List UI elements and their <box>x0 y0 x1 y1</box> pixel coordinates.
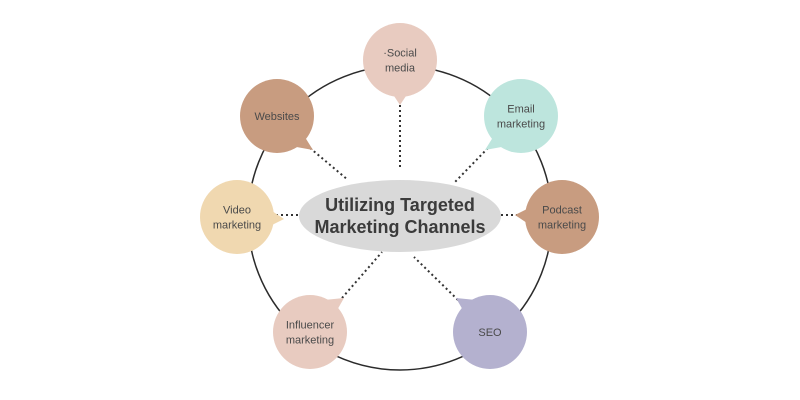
connector-websites <box>309 147 349 181</box>
bubble-label-line: Video <box>223 205 251 217</box>
bubble-circle <box>484 79 558 153</box>
bubble-label-line: ·Social <box>383 48 417 60</box>
bubble-websites: Websites <box>240 79 314 153</box>
bubble-label-line: Email <box>507 104 535 116</box>
bubble-label-line: Influencer <box>286 320 335 332</box>
bubble-seo: SEO <box>453 295 527 369</box>
bubble-label-line: SEO <box>478 327 502 339</box>
bubble-circle <box>525 180 599 254</box>
connector-seo <box>413 256 459 301</box>
connector-email-marketing <box>454 147 489 183</box>
bubble-podcast-marketing: Podcast marketing <box>515 180 599 254</box>
bubble-social-media: ·Social media <box>363 23 437 105</box>
bubble-tail <box>515 209 527 223</box>
bubble-circle <box>453 295 527 369</box>
center-node: Utilizing Targeted Marketing Channels <box>299 180 501 252</box>
connector-influencer-marketing <box>341 251 383 299</box>
bubble-label-line: marketing <box>213 220 261 232</box>
bubble-circle <box>200 180 274 254</box>
bubble-circle <box>273 295 347 369</box>
bubble-label-line: marketing <box>497 119 545 131</box>
connectors-group <box>276 105 523 301</box>
bubble-tail <box>272 211 284 225</box>
center-ellipse <box>299 180 501 252</box>
bubble-label-line: marketing <box>538 220 586 232</box>
bubble-label-line: Websites <box>254 111 300 123</box>
bubble-label-line: marketing <box>286 335 334 347</box>
bubble-influencer-marketing: Influencer marketing <box>273 295 347 369</box>
bubble-circle <box>240 79 314 153</box>
bubble-video-marketing: Video marketing <box>200 180 284 254</box>
channel-bubbles: ·SocialmediaEmailmarketingPodcastmarketi… <box>200 23 599 369</box>
bubble-email-marketing: Email marketing <box>484 79 558 153</box>
center-title-line-2: Marketing Channels <box>314 217 485 237</box>
center-title-line-1: Utilizing Targeted <box>325 195 475 215</box>
bubble-label-line: media <box>385 63 416 75</box>
bubble-label-line: Podcast <box>542 205 582 217</box>
bubble-circle <box>363 23 437 97</box>
